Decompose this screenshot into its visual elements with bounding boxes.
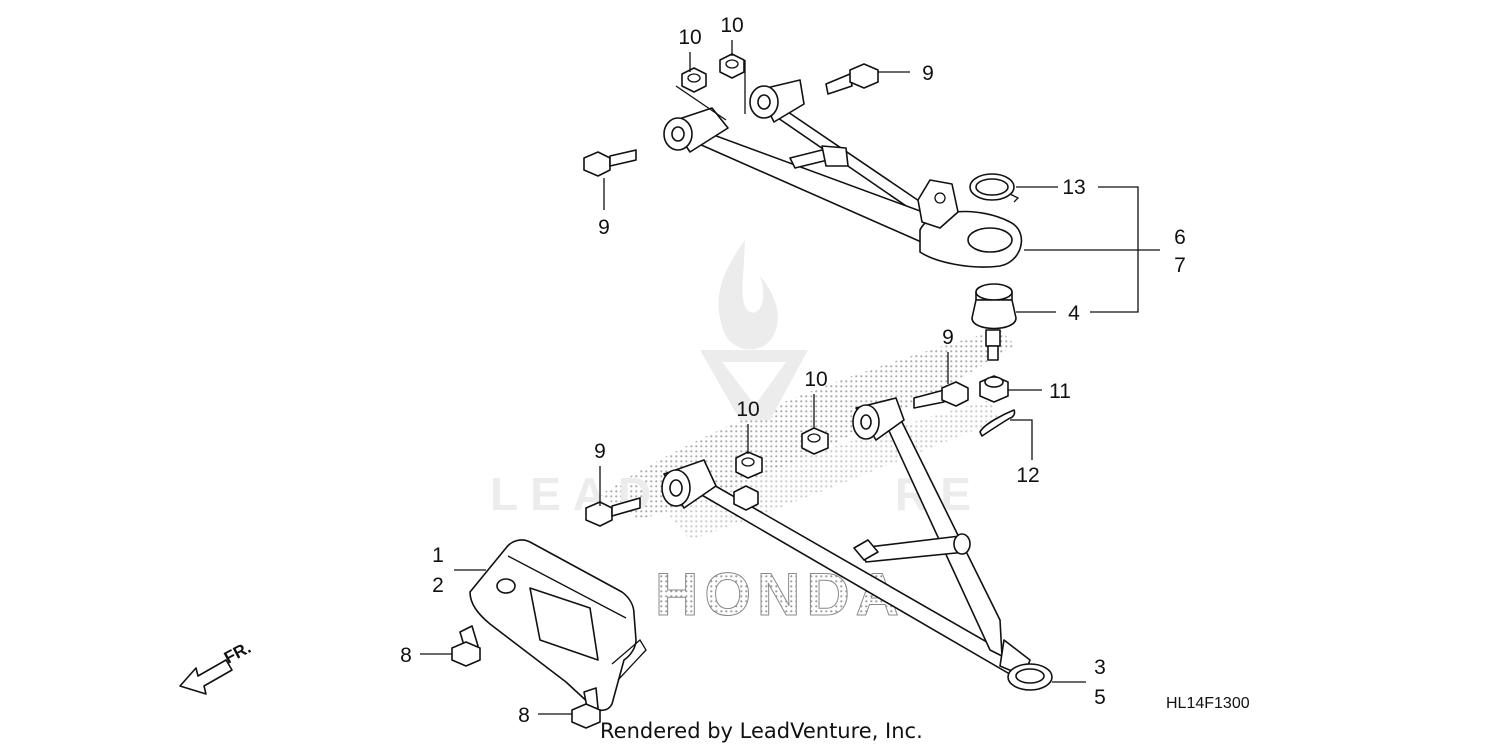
flame-logo-watermark (718, 240, 778, 350)
callout-5: 5 (1094, 686, 1106, 709)
upper-arm-tab (821, 145, 849, 167)
callout-10-lower-front: 10 (736, 398, 759, 421)
bolt-upper-rear (825, 63, 879, 95)
front-arrow-icon (179, 659, 233, 695)
callout-8-upper: 8 (400, 644, 412, 667)
callout-4: 4 (1068, 302, 1080, 325)
callout-13: 13 (1062, 176, 1085, 199)
upper-arm-front-tube (689, 129, 951, 253)
v-logo-watermark (700, 350, 808, 420)
callout-9-lower-rear: 9 (942, 326, 954, 349)
lower-arm-assembly (661, 397, 1053, 691)
upper-arm-front-bushing (663, 107, 729, 153)
upper-arm-assembly (663, 79, 1023, 268)
ball-joint (971, 283, 1017, 361)
front-direction-marker: FR. (179, 638, 254, 695)
bolt-lower-rear (913, 381, 969, 409)
screw-guard-upper (451, 625, 481, 667)
upper-arm-ball-joint-hole (967, 227, 1013, 253)
callout-10-upper-rear: 10 (720, 14, 743, 37)
callout-11: 11 (1049, 380, 1071, 403)
lower-arm-tab (853, 539, 879, 561)
upper-arm-shock-bracket (917, 179, 959, 229)
cotter-pin (979, 409, 1016, 437)
nut-upper-rear (719, 53, 745, 79)
callout-12: 12 (1016, 464, 1039, 487)
circlip (969, 173, 1020, 203)
callout-9-lower-front: 9 (594, 440, 606, 463)
lower-arm-mount-nut (733, 485, 759, 511)
leader-lines (420, 40, 1160, 715)
upper-arm-shock-bracket-hole (934, 192, 946, 204)
callout-9-upper-rear: 9 (922, 62, 934, 85)
upper-arm-rear-bushing (749, 79, 805, 123)
callouts: 1 2 3 4 5 6 7 8 8 9 9 9 9 10 10 10 10 11… (400, 14, 1186, 727)
bolt-upper-front (583, 149, 637, 177)
castle-nut (979, 375, 1009, 403)
callout-6: 6 (1174, 226, 1186, 249)
callout-10-upper-front: 10 (678, 26, 701, 49)
screw-guard-lower (571, 687, 601, 729)
diagram-code: HL14F1300 (1166, 695, 1250, 712)
arm-guard (469, 539, 647, 712)
bolt-lower-front (585, 497, 641, 527)
render-credit: Rendered by LeadVenture, Inc. (600, 719, 923, 743)
lower-arm-front-bushing (661, 459, 717, 509)
nut-upper-front (681, 67, 707, 93)
callout-8-lower: 8 (518, 704, 530, 727)
callout-10-lower-rear: 10 (804, 368, 827, 391)
callout-7: 7 (1174, 254, 1186, 277)
nut-lower-front (735, 451, 763, 479)
dealer-wordmark-watermark: LEAD (490, 468, 663, 520)
honda-wordmark-watermark: HONDA (655, 561, 905, 628)
nut-lower-rear (801, 427, 829, 455)
callout-3: 3 (1094, 656, 1106, 679)
callout-2: 2 (432, 574, 444, 597)
callout-1: 1 (432, 544, 444, 567)
callout-9-upper-front: 9 (598, 216, 610, 239)
lower-arm-rear-bushing (852, 397, 905, 441)
